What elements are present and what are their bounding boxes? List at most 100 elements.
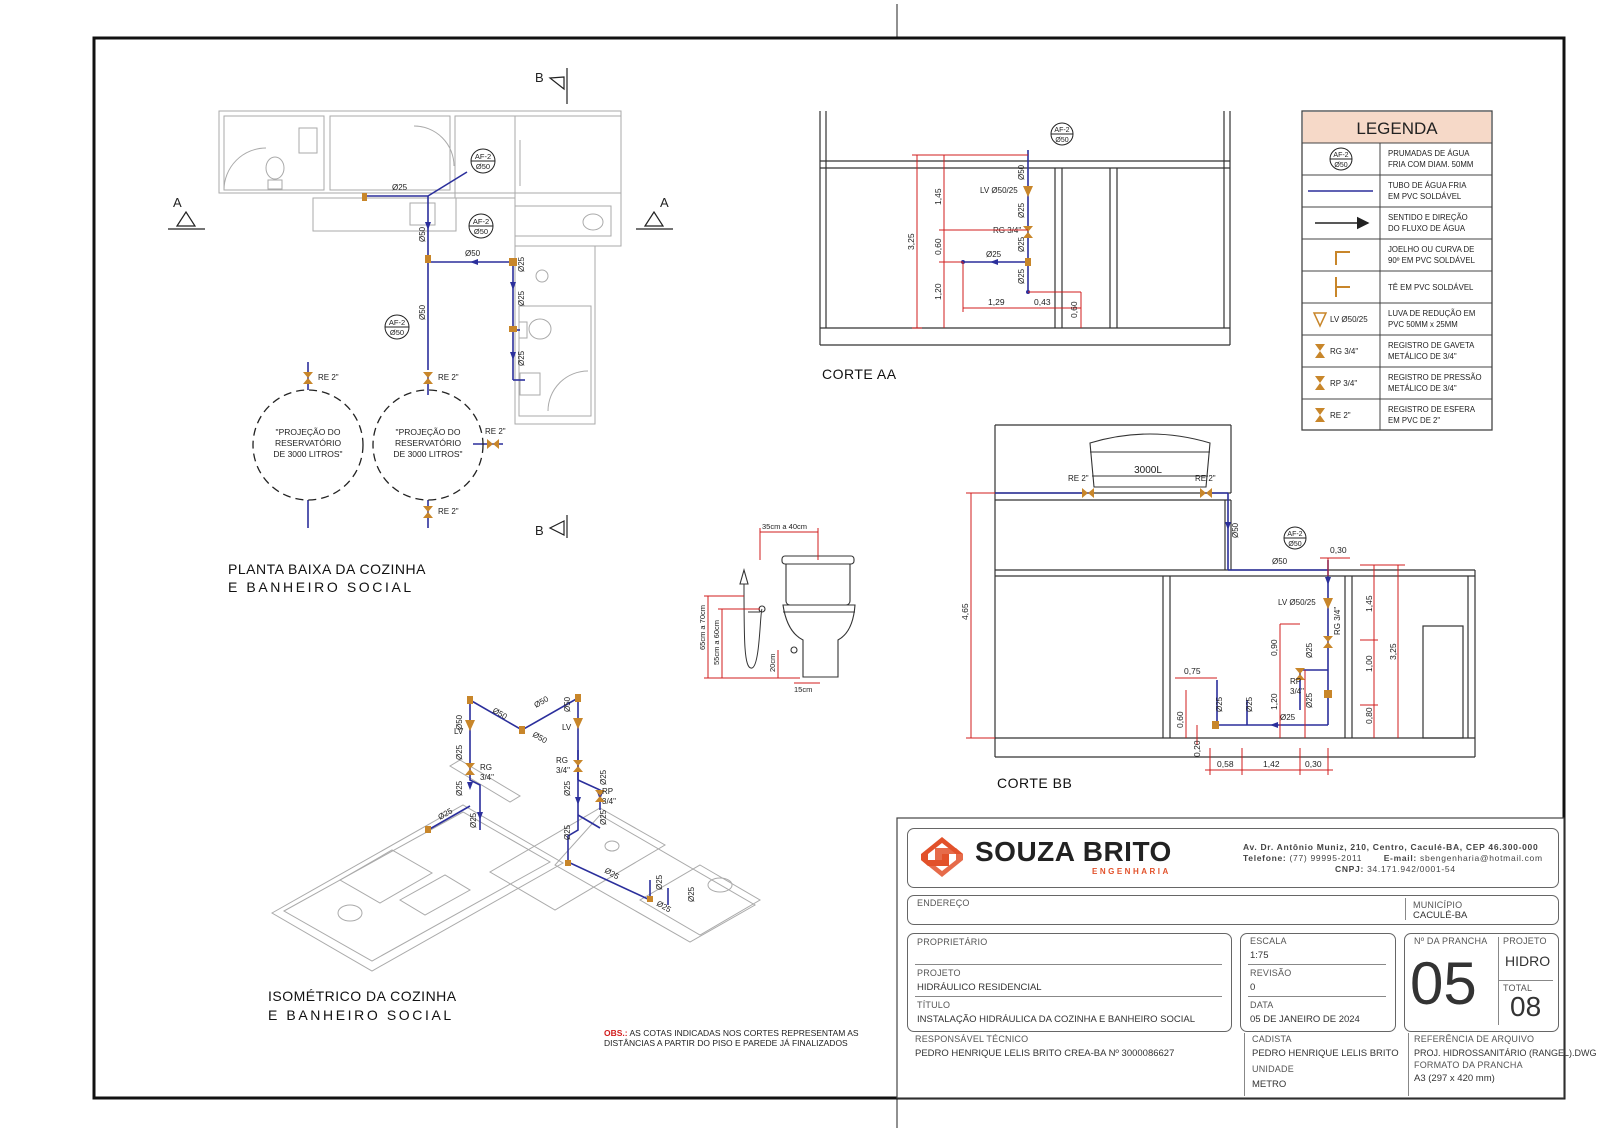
plan-title-line-1: PLANTA BAIXA DA COZINHA — [228, 561, 426, 577]
formato-value: A3 (297 x 420 mm) — [1414, 1073, 1495, 1084]
titulo-label: TÍTULO — [917, 1000, 951, 1010]
section-bb: 3000L AF-2 Ø50 — [960, 424, 1476, 775]
iso-d25-5: Ø25 — [563, 780, 572, 796]
reservoir-1-line-2: RESERVATÓRIO — [275, 438, 342, 448]
revisao-value: 0 — [1250, 982, 1256, 993]
iso-d25-10: Ø25 — [655, 874, 664, 890]
bb-rp-label-2: 3/4" — [1290, 687, 1304, 696]
legend-lv-label: LV Ø50/25 — [1330, 315, 1368, 324]
bb-re2-right: RE 2" — [1195, 474, 1216, 483]
legend-row-8-t1: REGISTRO DE ESFERA — [1388, 405, 1476, 414]
legend-title: LEGENDA — [1356, 119, 1438, 138]
iso-lv-1: LV — [454, 727, 464, 736]
aa-d25-vertical-2: Ø25 — [1017, 236, 1026, 252]
bb-dim-h7: 0,60 — [1175, 711, 1185, 728]
isometric-view: Ø50 LV Ø50 Ø50 Ø50 Ø50 LV RG 3/4" RG 3/4… — [270, 694, 761, 972]
bb-d50-vertical: Ø50 — [1231, 522, 1240, 538]
bb-af2-top: AF-2 — [1287, 531, 1302, 538]
bb-dim-w5: 0,30 — [1305, 759, 1322, 769]
bb-dim-w4: 0,30 — [1330, 545, 1347, 555]
sheet-border — [92, 36, 1566, 1100]
company-address: Av. Dr. Antônio Muniz, 210, Centro, Cacu… — [1243, 842, 1539, 852]
company-contact: Telefone: (77) 99995-2011 E-mail: sbenge… — [1243, 853, 1543, 863]
iso-d50-3: Ø50 — [533, 694, 551, 710]
legend-row-0-t1: PRUMADAS DE ÁGUA — [1388, 149, 1470, 158]
municipio-value: CACULÉ-BA — [1413, 910, 1468, 921]
legend-row-7-t1: REGISTRO DE PRESSÃO — [1388, 373, 1482, 382]
reservoir-2-line-1: "PROJEÇÃO DO — [396, 427, 461, 437]
legend-tee-icon — [1335, 277, 1350, 297]
bb-dim-w2: 0,58 — [1217, 759, 1234, 769]
cadista-label: CADISTA — [1252, 1034, 1292, 1044]
bb-tank-label: 3000L — [1134, 465, 1162, 476]
legend-elbow-icon — [1335, 251, 1350, 265]
bb-dim-h8: 0,20 — [1192, 740, 1202, 757]
plan-re2-1: RE 2" — [318, 373, 339, 382]
toilet-dim-left1: 65cm a 70cm — [698, 605, 707, 650]
legend-row-5-t2: PVC 50MM x 25MM — [1388, 320, 1458, 329]
email-value: sbengenharia@hotmail.com — [1420, 853, 1543, 863]
escala-label: ESCALA — [1250, 936, 1287, 946]
plan-d25-2: Ø25 — [517, 256, 526, 272]
bb-dim-w1: 0,75 — [1184, 666, 1201, 676]
unidade-value: METRO — [1252, 1079, 1287, 1090]
bb-d50-horizontal: Ø50 — [1272, 557, 1288, 566]
iso-rg1-b: 3/4" — [480, 773, 494, 782]
brand-name: SOUZA BRITO — [975, 836, 1172, 867]
iso-rp-b: 3/4" — [602, 797, 616, 806]
iso-d25-8: Ø25 — [563, 824, 572, 840]
referencia-label: REFERÊNCIA DE ARQUIVO — [1414, 1034, 1535, 1044]
iso-d50-1: Ø50 — [455, 714, 464, 730]
toilet-detail: 35cm a 40cm 65cm a 70cm 55cm a 60cm 20cm… — [698, 522, 856, 694]
af2-bubble-1-top: AF-2 — [475, 152, 491, 161]
reservoir-2-line-3: DE 3000 LITROS" — [393, 449, 462, 459]
reservoir-2-line-2: RESERVATÓRIO — [395, 438, 462, 448]
corte-bb-title: CORTE BB — [997, 775, 1073, 791]
brand-subtitle: ENGENHARIA — [1092, 867, 1171, 876]
corte-aa-title: CORTE AA — [822, 366, 897, 382]
legend-row-8-t2: EM PVC DE 2" — [1388, 416, 1440, 425]
aa-d25-vertical-3: Ø25 — [1017, 268, 1026, 284]
prancha-label: Nº DA PRANCHA — [1414, 936, 1488, 946]
obs-prefix: OBS.: — [604, 1028, 628, 1038]
legend-row-2-t1: SENTIDO E DIREÇÃO — [1388, 213, 1468, 222]
legend-row-4-t1: TÊ EM PVC SOLDÁVEL — [1388, 283, 1474, 292]
iso-d25-1: Ø25 — [455, 744, 464, 760]
plan-d25-4: Ø25 — [517, 350, 526, 366]
brand-box — [907, 828, 1559, 888]
toilet-dim-h: 20cm — [768, 654, 777, 672]
plan-re2-3: RE 2" — [485, 427, 506, 436]
responsavel-label: RESPONSÁVEL TÉCNICO — [915, 1034, 1029, 1044]
af2-bubble-1-bottom: Ø50 — [476, 162, 490, 171]
revisao-label: REVISÃO — [1250, 968, 1292, 978]
plan-re2-4: RE 2" — [438, 507, 459, 516]
iso-rg1-a: RG — [480, 763, 492, 772]
legend-rp-label: RP 3/4" — [1330, 379, 1357, 388]
bb-dim-h2: 1,00 — [1364, 655, 1374, 672]
obs-line-2: DISTÂNCIAS A PARTIR DO PISO E PAREDE JÁ … — [604, 1038, 848, 1048]
phone-label: Telefone: — [1243, 853, 1287, 863]
bb-dim-h5: 0,90 — [1269, 639, 1279, 656]
phone-value: (77) 99995-2011 — [1289, 853, 1363, 863]
legend-row-2-t2: DO FLUXO DE ÁGUA — [1388, 224, 1466, 233]
af2-bubble-3-top: AF-2 — [389, 318, 405, 327]
legend-row-6-t2: METÁLICO DE 3/4" — [1388, 352, 1457, 361]
project-box — [907, 933, 1232, 1032]
iso-d25-12: Ø25 — [655, 899, 673, 915]
section-b-top: B — [535, 70, 544, 85]
bb-af2-bottom: Ø50 — [1288, 541, 1301, 548]
aa-dim-h2: 3,25 — [906, 233, 916, 250]
reservoir-1-line-1: "PROJEÇÃO DO — [276, 427, 341, 437]
iso-title-line-2: E BANHEIRO SOCIAL — [268, 1007, 454, 1023]
cnpj-label: CNPJ: — [1335, 864, 1365, 874]
iso-d50-4: Ø50 — [531, 730, 549, 746]
aa-af2-top: AF-2 — [1054, 127, 1069, 134]
aa-af2-bottom: Ø50 — [1055, 137, 1068, 144]
legend-row-6-t1: REGISTRO DE GAVETA — [1388, 341, 1475, 350]
af2-bubble-2-bottom: Ø50 — [474, 227, 488, 236]
section-b-bottom: B — [535, 523, 544, 538]
floor-plan: "PROJEÇÃO DO RESERVATÓRIO DE 3000 LITROS… — [168, 68, 673, 538]
aa-dim-h5: 0,60 — [1069, 301, 1079, 318]
bb-d25-v1: Ø25 — [1305, 642, 1314, 658]
af2-bubble-2-top: AF-2 — [473, 217, 489, 226]
